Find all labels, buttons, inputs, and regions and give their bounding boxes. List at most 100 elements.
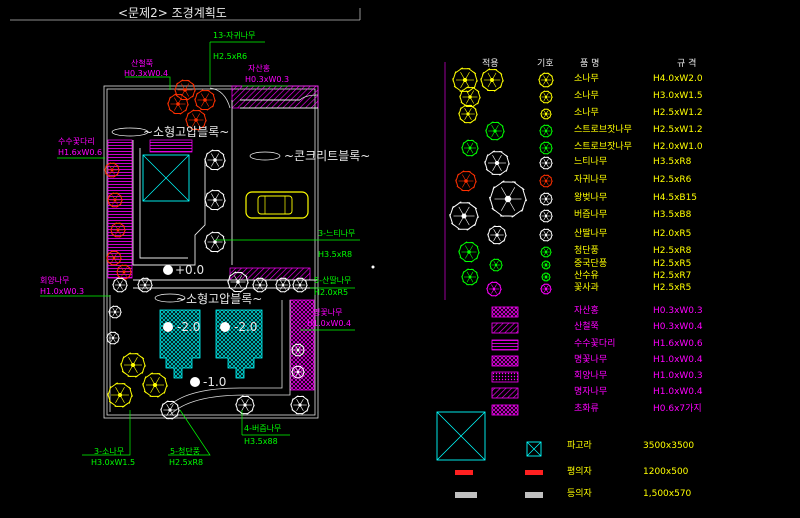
plan-tree-sycamore-0[interactable] <box>160 400 180 420</box>
legend-shrub-swatch-2 <box>491 339 519 351</box>
legend-symbol-tree-11[interactable] <box>541 260 551 270</box>
legend-shrub-swatch-3 <box>491 355 519 367</box>
legend-symbol-tree-10[interactable] <box>540 246 552 258</box>
plan-tree-shrub-1[interactable] <box>106 331 120 345</box>
leader-sancheol-spec: H0.3xW0.4 <box>124 69 169 78</box>
legend-use-tree-3-0[interactable] <box>485 121 505 141</box>
plan-tree-zelkova-row-2[interactable] <box>204 231 226 253</box>
plan-tree-zelkova-row-1[interactable] <box>204 189 226 211</box>
plan-tree-zelkova-0[interactable] <box>194 89 216 111</box>
leader-cheongdan-name: 5-청단풍 <box>170 447 201 456</box>
plan-tree-dogwood-1[interactable] <box>137 277 153 293</box>
legend-use-tree-4-0[interactable] <box>461 139 479 157</box>
plan-tree-sycamore-1[interactable] <box>235 395 255 415</box>
legend-use-tree-7-0[interactable] <box>489 180 527 218</box>
legend-use-tree-8-0[interactable] <box>449 201 479 231</box>
legend-symbol-tree-3[interactable] <box>539 124 553 138</box>
legend-shrub-swatch-1 <box>491 322 519 334</box>
legend-use-tree-5-0[interactable] <box>484 150 510 176</box>
level-entrance: +0.0 <box>175 263 205 277</box>
legend-use-tree-12-0[interactable] <box>461 268 479 286</box>
legend-tree-name-6: 자귀나무 <box>574 175 608 185</box>
plan-tree-lilac-3[interactable] <box>106 250 122 266</box>
legend-use-tree-0-1[interactable] <box>480 68 504 92</box>
legend-use-tree-13-0[interactable] <box>486 281 502 297</box>
plan-tree-lilac-0[interactable] <box>104 162 120 178</box>
legend-symbol-tree-7[interactable] <box>539 192 553 206</box>
paver-symbols <box>111 127 281 303</box>
legend-tree-spec-6: H2.5xR6 <box>653 175 692 185</box>
pergola-plan[interactable] <box>142 154 190 202</box>
legend-tree-spec-2: H2.5xW1.2 <box>653 108 703 118</box>
legend-use-tree-6-0[interactable] <box>455 170 477 192</box>
legend-tree-name-11: 중국단풍 <box>574 259 608 269</box>
plan-tree-dogwood-0[interactable] <box>112 277 128 293</box>
legend-symbol-tree-8[interactable] <box>539 209 553 223</box>
legend-header-use: 적용 <box>482 59 499 69</box>
legend-use-tree-9-0[interactable] <box>487 225 507 245</box>
leader-susu-spec: H1.6xW0.6 <box>58 148 103 157</box>
legend-symbol-tree-12[interactable] <box>541 272 551 282</box>
legend-tree-name-7: 왕벚나무 <box>574 193 608 203</box>
leader-jasan-spec: H0.3xW0.3 <box>245 75 290 84</box>
legend-shrub-name-1: 산철쭉 <box>574 322 599 332</box>
plan-tree-zelkova-3[interactable] <box>174 79 196 101</box>
plan-tree-shrub-0[interactable] <box>108 305 122 319</box>
plan-tree-pine-1[interactable] <box>142 372 168 398</box>
leader-sandal-spec: H2.0xR5 <box>314 288 349 297</box>
legend-shrub-swatch-0 <box>491 306 519 318</box>
legend-symbol-tree-2[interactable] <box>540 108 552 120</box>
legend-symbol-tree-4[interactable] <box>539 141 553 155</box>
legend-shrub-spec-1: H0.3xW0.4 <box>653 322 703 332</box>
legend-shrub-spec-6: H0.6x7가지 <box>653 404 702 414</box>
legend-tree-spec-4: H2.0xW1.0 <box>653 142 703 152</box>
legend-use-tree-0-0[interactable] <box>452 67 478 93</box>
legend-tree-spec-0: H4.0xW2.0 <box>653 74 703 84</box>
legend-tree-spec-3: H2.5xW1.2 <box>653 125 703 135</box>
level-markers <box>163 265 230 387</box>
leader-sancheol-name: 산철쭉 <box>131 59 154 68</box>
plan-tree-dogwood-2[interactable] <box>252 277 268 293</box>
legend-use-tree-10-0[interactable] <box>458 241 480 263</box>
legend-tree-name-8: 버즘나무 <box>574 210 608 220</box>
plan-tree-lilac-1[interactable] <box>107 192 123 208</box>
plan-trees[interactable] <box>104 79 310 420</box>
legend-symbol-tree-1[interactable] <box>539 90 553 104</box>
plan-tree-lilac-2[interactable] <box>110 222 126 238</box>
legend-shrub-swatch-6 <box>491 404 519 416</box>
legend-use-tree-2-0[interactable] <box>458 104 478 124</box>
legend-use-tree-11-0[interactable] <box>489 258 503 272</box>
drawing-title: <문제2> 조경계획도 <box>118 6 227 20</box>
plan-tree-dogwood-3[interactable] <box>275 277 291 293</box>
plan-tree-shrub-3[interactable] <box>291 365 305 379</box>
legend-symbol-tree-9[interactable] <box>539 228 553 242</box>
leader-sonamu3-name: 3-소나무 <box>94 447 125 456</box>
plan-tree-lilac-4[interactable] <box>116 264 132 280</box>
plan-tree-zelkova-row-0[interactable] <box>204 149 226 171</box>
plan-tree-pine-2[interactable] <box>107 382 133 408</box>
legend-tree-name-4: 스트로브잣나무 <box>574 142 632 152</box>
plan-tree-dogwood-4[interactable] <box>292 277 308 293</box>
plan-tree-sycamore-2[interactable] <box>290 395 310 415</box>
legend-symbol-tree-13[interactable] <box>540 283 552 295</box>
legend-tree-spec-1: H3.0xW1.5 <box>653 91 703 101</box>
legend-symbol-tree-0[interactable] <box>538 72 554 88</box>
hedge-beds[interactable] <box>107 85 319 391</box>
plan-tree-zelkova-row-3[interactable] <box>227 271 249 293</box>
legend-tree-spec-7: H4.5xB15 <box>653 193 698 203</box>
level-right-pit: -2.0 <box>234 320 258 334</box>
legend-header-name: 품 명 <box>580 59 600 69</box>
legend-shrub-name-4: 회양나무 <box>574 371 608 381</box>
building-outline[interactable] <box>132 99 318 289</box>
legend-symbol-tree-5[interactable] <box>539 156 553 170</box>
plan-tree-shrub-2[interactable] <box>291 343 305 357</box>
legend-facility-name-0: 파고라 <box>567 441 592 451</box>
legend-tree-name-1: 소나무 <box>574 91 599 101</box>
plan-tree-pine-0[interactable] <box>120 352 146 378</box>
plan-tree-zelkova-1[interactable] <box>185 109 207 131</box>
site-boundary[interactable] <box>103 85 319 419</box>
car-icon <box>245 191 309 219</box>
legend-facility-symbols <box>436 411 543 498</box>
legend-symbol-tree-6[interactable] <box>539 174 553 188</box>
